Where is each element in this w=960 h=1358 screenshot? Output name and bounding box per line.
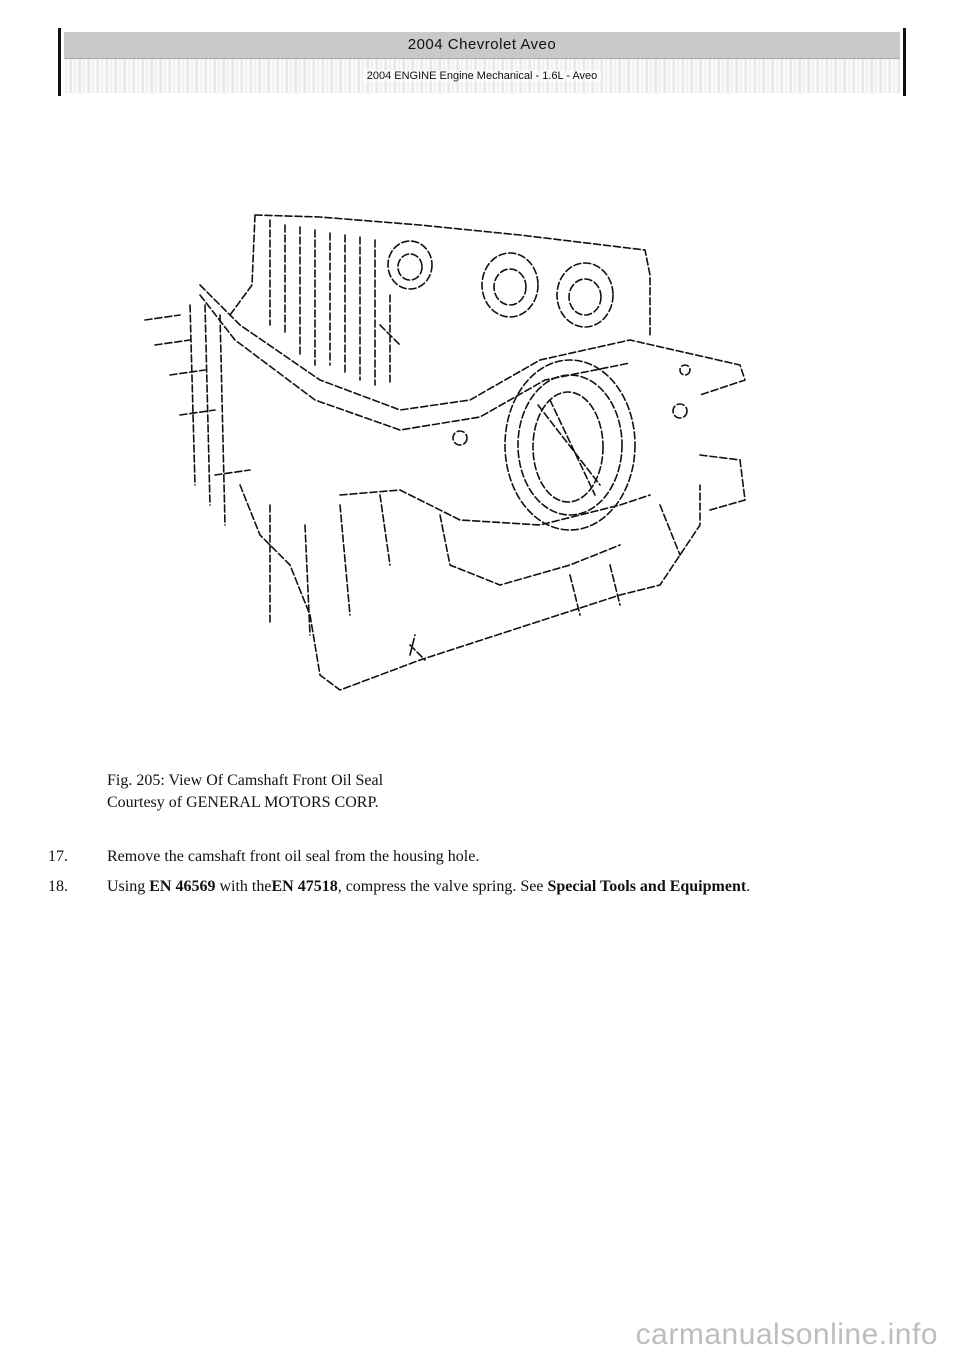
special-tools-link[interactable]: Special Tools and Equipment [547,878,747,895]
tool-reference-en-46569[interactable]: EN 46569 [149,878,216,895]
header-left-rule [58,28,61,96]
figure-caption-title: Fig. 205: View Of Camshaft Front Oil Sea… [107,772,384,789]
figure-caption: Fig. 205: View Of Camshaft Front Oil Sea… [107,770,383,814]
step-17: 17. Remove the camshaft front oil seal f… [48,846,868,868]
document-subtitle: 2004 ENGINE Engine Mechanical - 1.6L - A… [362,70,602,82]
step-number: 17. [48,848,68,865]
header-title-bar: 2004 Chevrolet Aveo [64,32,900,59]
step-text-end: . [746,878,751,895]
page-header: 2004 Chevrolet Aveo 2004 ENGINE Engine M… [58,28,906,96]
procedure-steps: 17. Remove the camshaft front oil seal f… [48,846,868,906]
step-text-mid: with the [215,878,272,895]
header-subtitle-bar: 2004 ENGINE Engine Mechanical - 1.6L - A… [64,59,900,93]
step-text-post: , compress the valve spring. See [337,878,548,895]
step-text-prefix: Using [107,878,150,895]
step-number: 18. [48,878,68,895]
site-watermark: carmanualsonline.info [635,1318,938,1351]
document-title: 2004 Chevrolet Aveo [407,36,557,53]
engine-block-illustration [140,205,760,705]
header-right-rule [903,28,906,96]
figure-caption-credit: Courtesy of GENERAL MOTORS CORP. [107,794,379,811]
step-18: 18. Using EN 46569 with theEN 47518, com… [48,876,868,898]
step-text: Remove the camshaft front oil seal from … [107,848,480,865]
tool-reference-en-47518[interactable]: EN 47518 [271,878,338,895]
